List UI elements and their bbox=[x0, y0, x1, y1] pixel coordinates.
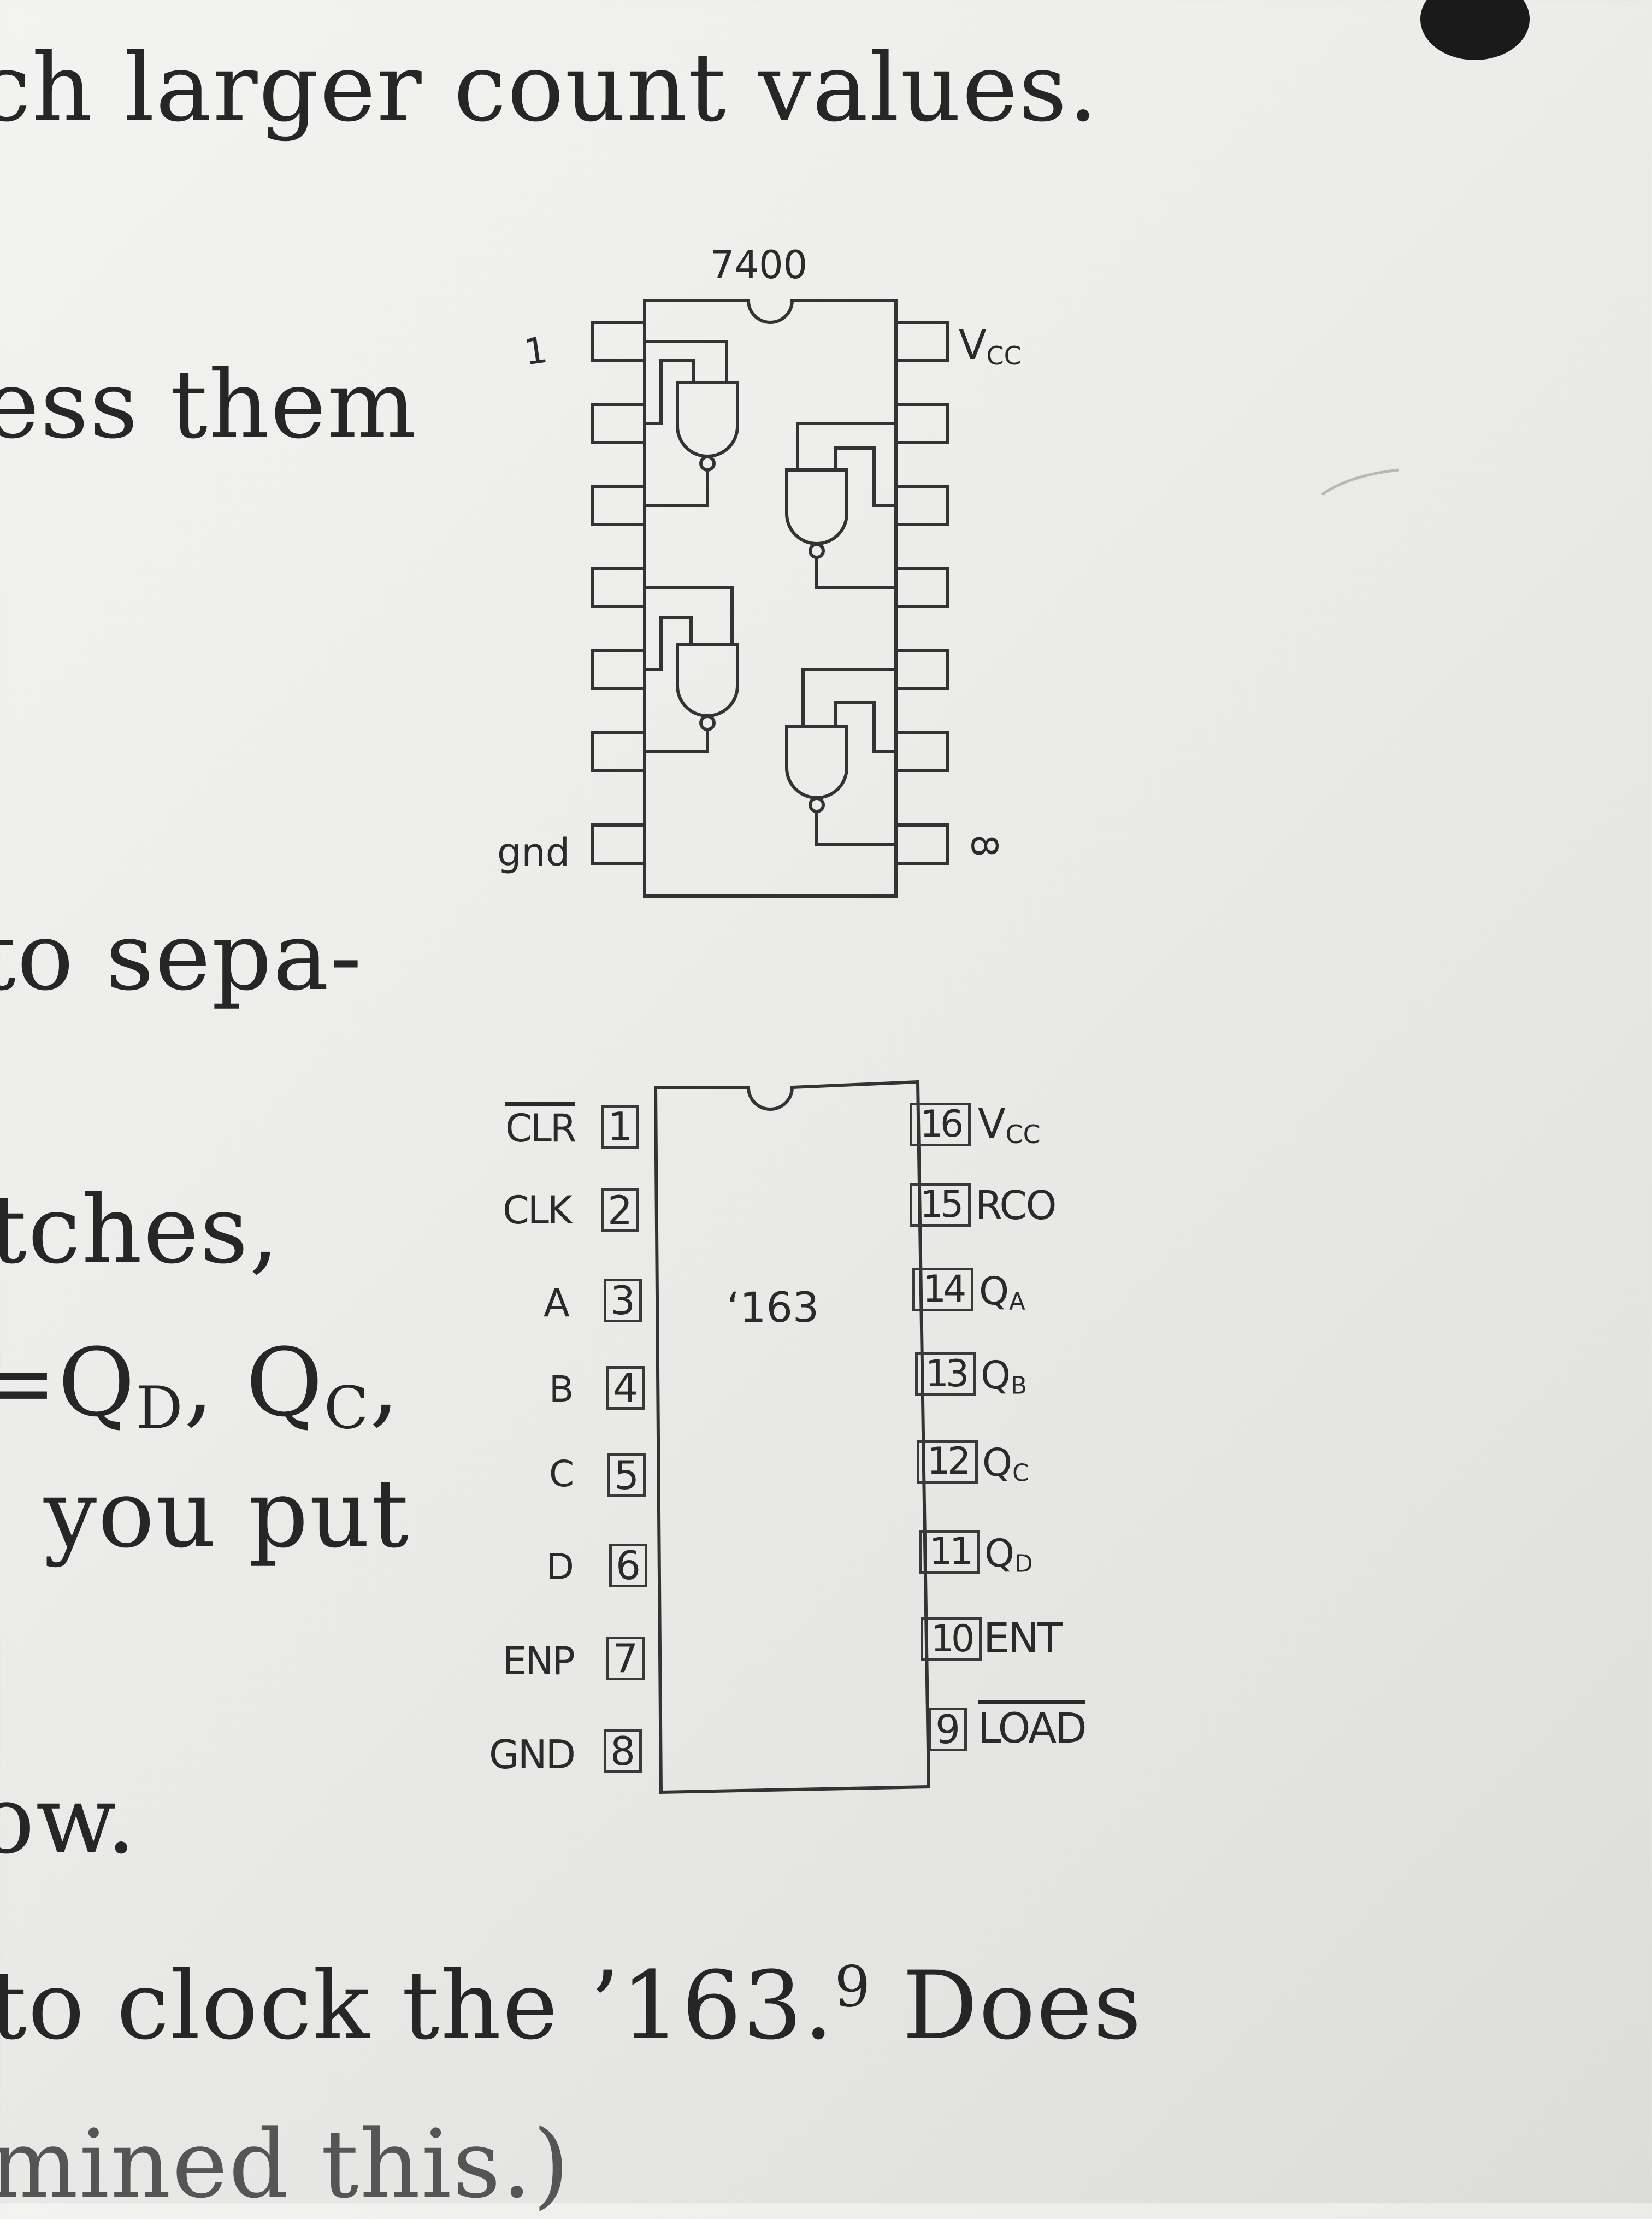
pin-label-enp: ENP bbox=[503, 1639, 575, 1684]
text-line-5-b: , Q bbox=[184, 1328, 324, 1438]
text-line-8-b: Does bbox=[871, 1951, 1143, 2061]
text-line-9: mined this.) bbox=[0, 2109, 571, 2219]
pin-label-qd: QD bbox=[984, 1534, 1033, 1576]
text-line-8: to clock the ’163.9 Does bbox=[0, 1951, 1142, 2061]
pin-num-6: 6 bbox=[609, 1544, 647, 1587]
text-line-1: ch larger count values. bbox=[0, 33, 1099, 143]
vcc-sub: CC bbox=[986, 341, 1022, 371]
text-line-5-sub2: C bbox=[324, 1374, 370, 1443]
pin-label-qd-sub: D bbox=[1014, 1550, 1033, 1578]
text-line-3: to sepa- bbox=[0, 902, 363, 1011]
pin-label-qc: QC bbox=[982, 1444, 1029, 1486]
text-line-7: ow. bbox=[0, 1765, 138, 1875]
pin-label-qa-text: Q bbox=[979, 1269, 1010, 1314]
pin-label-load: LOAD bbox=[978, 1704, 1087, 1752]
pin-num-11: 11 bbox=[919, 1530, 980, 1574]
pin-num-1: 1 bbox=[601, 1105, 639, 1149]
pin-num-16: 16 bbox=[910, 1103, 971, 1146]
pin-num-3: 3 bbox=[604, 1279, 642, 1322]
pin-label-vcc-sub: CC bbox=[1005, 1120, 1041, 1150]
chip-7400-title: 7400 bbox=[710, 243, 808, 287]
nand-gate-4 bbox=[785, 668, 896, 846]
text-line-5-a: =Q bbox=[0, 1328, 137, 1438]
pin-num-4: 4 bbox=[606, 1366, 645, 1410]
pin-num-5: 5 bbox=[607, 1453, 646, 1497]
chip-163-title: ‘163 bbox=[727, 1283, 819, 1332]
nand-gate-2 bbox=[785, 422, 896, 589]
pin-label-gnd: GND bbox=[489, 1732, 576, 1777]
pin-num-8: 8 bbox=[604, 1729, 642, 1773]
pin-label-vcc-text: V bbox=[978, 1100, 1006, 1147]
text-line-6: you put bbox=[44, 1459, 410, 1569]
pin-label-qb-text: Q bbox=[981, 1353, 1011, 1398]
pin-label-qd-text: Q bbox=[984, 1531, 1015, 1576]
pin-label-a: A bbox=[544, 1281, 570, 1326]
pin-label-qa: QA bbox=[979, 1272, 1025, 1314]
pin-label-clr: CLR bbox=[505, 1106, 577, 1151]
pin-label-rco: RCO bbox=[975, 1182, 1057, 1228]
pin-label-qb-sub: B bbox=[1011, 1372, 1027, 1400]
nand-gate-1 bbox=[645, 340, 739, 507]
pin-num-14: 14 bbox=[912, 1268, 974, 1311]
footnote-marker: 9 bbox=[834, 1954, 872, 2020]
chip-7400-body bbox=[643, 299, 898, 898]
pin-num-10: 10 bbox=[921, 1617, 982, 1661]
pin-label-vcc: VCC bbox=[978, 1104, 1041, 1147]
text-line-5-c: , bbox=[369, 1328, 401, 1438]
pin-label-c: C bbox=[549, 1453, 575, 1495]
text-line-5: =QD, QC, bbox=[0, 1328, 400, 1442]
pin-label-qa-sub: A bbox=[1009, 1288, 1025, 1316]
chip-7400-vcc-label: VCC bbox=[959, 325, 1022, 369]
pin-num-9: 9 bbox=[929, 1708, 967, 1751]
chip-7400-gnd-label: gnd bbox=[497, 830, 570, 875]
nand-gate-3 bbox=[645, 586, 739, 753]
chip-7400-pin-7 bbox=[591, 823, 646, 865]
pin-label-d: D bbox=[546, 1546, 574, 1588]
pin-label-clk: CLK bbox=[503, 1188, 573, 1233]
pin-num-15: 15 bbox=[910, 1183, 971, 1227]
pin-label-ent: ENT bbox=[983, 1614, 1063, 1662]
chip-7400-pin-14 bbox=[894, 321, 949, 362]
text-line-5-sub1: D bbox=[136, 1374, 184, 1443]
pin-num-13: 13 bbox=[915, 1352, 976, 1396]
text-line-4: tches, bbox=[0, 1175, 280, 1285]
pin-label-qc-sub: C bbox=[1012, 1459, 1029, 1487]
pin-num-2: 2 bbox=[601, 1188, 639, 1232]
pin-label-qc-text: Q bbox=[982, 1440, 1013, 1485]
text-line-2: ess them bbox=[0, 350, 417, 460]
chip-163-body bbox=[653, 1080, 931, 1794]
pin-label-b: B bbox=[549, 1368, 574, 1410]
pin-num-7: 7 bbox=[606, 1637, 645, 1680]
text-line-8-a: to clock the ’163. bbox=[0, 1951, 835, 2061]
pin-num-12: 12 bbox=[917, 1440, 978, 1484]
vcc-text: V bbox=[959, 322, 987, 369]
pin-label-qb: QB bbox=[981, 1356, 1027, 1398]
